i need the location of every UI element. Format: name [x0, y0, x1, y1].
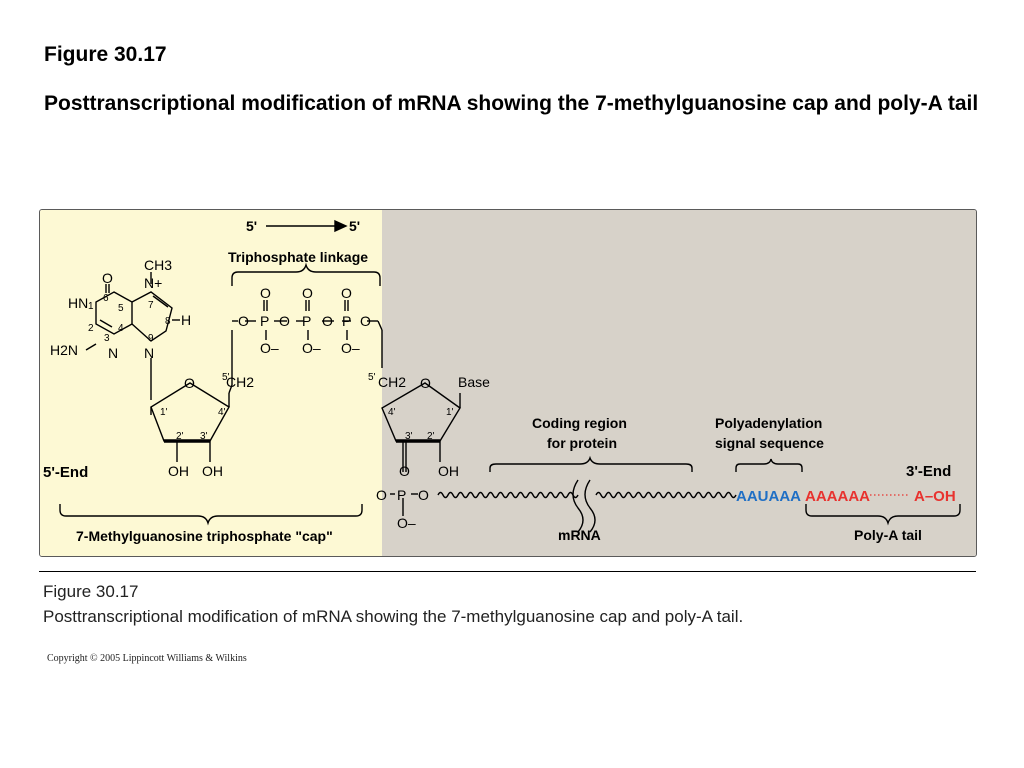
atom-oh-3: OH [202, 463, 223, 479]
signal-sequence-text: AAUAAA [736, 488, 801, 505]
figure-panel: 5' 5' Triphosphate linkage 5'-End 7-Meth… [39, 209, 977, 557]
mrna-prime-5: 5' [368, 372, 376, 383]
atom-ch2-cap: CH2 [226, 374, 254, 390]
ring-number-7: 7 [148, 300, 154, 311]
atom-o-ring2: O [420, 375, 431, 391]
atom-oh-mrna: OH [438, 463, 459, 479]
atom-o-double2: O [302, 285, 313, 301]
atom-h2n: H2N [50, 342, 78, 358]
caption-divider [39, 571, 976, 572]
structure-lines [59, 219, 961, 526]
atom-o-phosphate-left: O [376, 487, 387, 503]
atom-o-link1: O [238, 313, 249, 329]
polya-tail-label: Poly-A tail [854, 527, 922, 543]
caption-title: Figure 30.17 [43, 582, 139, 601]
atom-p3: P [342, 313, 351, 329]
mrna-strand [437, 491, 737, 499]
ring-number-8: 8 [165, 316, 171, 327]
atom-o-carbonyl: O [102, 270, 113, 286]
ring-number-5: 5 [118, 303, 124, 314]
atom-o-phosphate-top: O [399, 463, 410, 479]
cap-prime-2: 2' [176, 431, 184, 442]
polyadenylation-label-line1: Polyadenylation [715, 415, 822, 431]
ring-numbers: 1 2 3 4 5 6 7 8 9 1' 2' 3' 4' 5' 1' 2' 3… [88, 293, 454, 442]
ring-number-3: 3 [104, 333, 110, 344]
cap-label: 7-Methylguanosine triphosphate "cap" [76, 528, 333, 544]
ring-number-1: 1 [88, 301, 94, 312]
atom-n3: N [108, 345, 118, 361]
atom-o-minus1: O– [260, 340, 279, 356]
ring-number-4: 4 [118, 323, 124, 334]
atom-o-link3: O [322, 313, 333, 329]
base-label: Base [458, 374, 490, 390]
atom-o-phosphate-right: O [418, 487, 429, 503]
atom-ch3: CH3 [144, 257, 172, 273]
copyright-notice: Copyright © 2005 Lippincott Williams & W… [47, 653, 247, 664]
atom-p2: P [302, 313, 311, 329]
atom-h8: H [181, 312, 191, 328]
caption-text: Posttranscriptional modification of mRNA… [43, 607, 744, 626]
mrna-prime-1: 1' [446, 407, 454, 418]
polyadenylation-label-line2: signal sequence [715, 435, 824, 451]
direction-label-left: 5' [246, 218, 257, 234]
coding-region-label-line2: for protein [547, 435, 617, 451]
three-end-label: 3'-End [906, 463, 951, 480]
slide-title: Figure 30.17 [44, 43, 167, 66]
atom-o-minus2: O– [302, 340, 321, 356]
atom-o-minus-mrna: O– [397, 515, 416, 531]
mrna-prime-3: 3' [405, 431, 413, 442]
mrna-modification-diagram: 5' 5' Triphosphate linkage 5'-End 7-Meth… [40, 210, 976, 556]
ring-number-6: 6 [103, 293, 109, 304]
cap-prime-4: 4' [218, 407, 226, 418]
cap-prime-3: 3' [200, 431, 208, 442]
slide-subtitle: Posttranscriptional modification of mRNA… [44, 92, 979, 115]
atom-oh-2: OH [168, 463, 189, 479]
atom-o-link2: O [279, 313, 290, 329]
atom-p1: P [260, 313, 269, 329]
atom-ch2-mrna: CH2 [378, 374, 406, 390]
atom-hn: HN [68, 295, 88, 311]
ring-number-9: 9 [148, 333, 154, 344]
cap-prime-1: 1' [160, 407, 168, 418]
atom-labels: CH3 N+ O HN H2N N N H O CH2 OH OH O P O … [50, 257, 459, 531]
atom-o-link4: O [360, 313, 371, 329]
mrna-prime-4: 4' [388, 407, 396, 418]
atom-o-ring1: O [184, 375, 195, 391]
direction-label-right: 5' [349, 218, 360, 234]
ring-number-2: 2 [88, 323, 94, 334]
five-end-label: 5'-End [43, 464, 88, 481]
atom-n9: N [144, 345, 154, 361]
atom-p-mrna: P [397, 487, 406, 503]
polya-sequence-text: AAAAAA [805, 488, 870, 505]
mrna-label: mRNA [558, 527, 601, 543]
atom-o-minus3: O– [341, 340, 360, 356]
atom-n-plus: N+ [144, 275, 162, 291]
coding-region-label-line1: Coding region [532, 415, 627, 431]
strand-break-mark [572, 479, 596, 533]
polya-end-text: A–OH [914, 488, 956, 505]
atom-o-double3: O [341, 285, 352, 301]
mrna-prime-2: 2' [427, 431, 435, 442]
atom-o-double1: O [260, 285, 271, 301]
triphosphate-linkage-label: Triphosphate linkage [228, 249, 368, 265]
cap-prime-5: 5' [222, 372, 230, 383]
mrna-panel-background [382, 210, 976, 556]
cap-panel-background [40, 210, 382, 556]
